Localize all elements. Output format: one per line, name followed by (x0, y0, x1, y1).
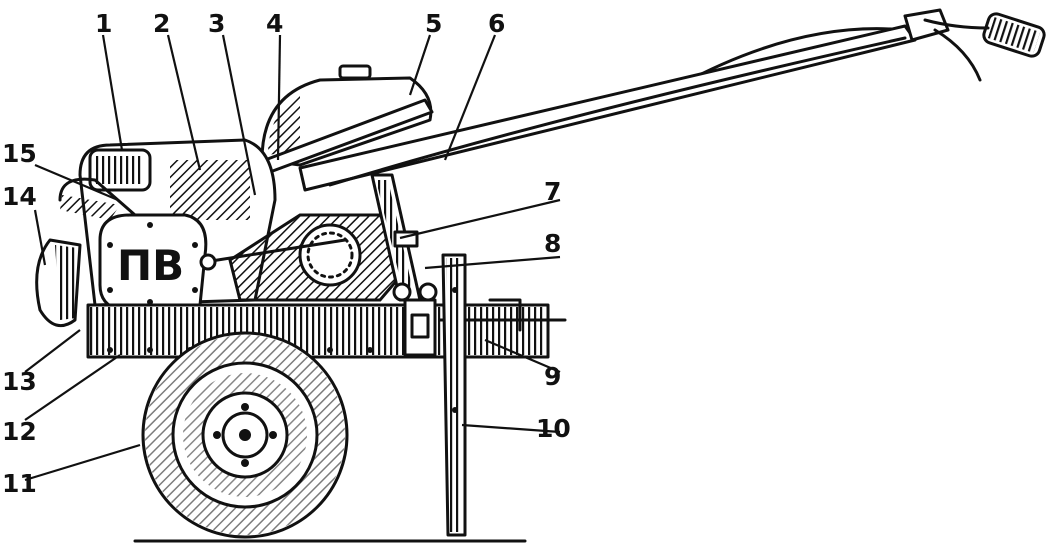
callout-11: 11 (2, 469, 37, 498)
engine-cover: ПВ (98, 213, 208, 312)
engine-cover-mark: ПВ (117, 241, 184, 290)
callout-9: 9 (544, 362, 561, 391)
callout-13: 13 (2, 367, 37, 396)
callout-labels: 1 2 3 4 5 6 7 8 9 10 11 12 13 14 15 (2, 9, 571, 498)
rear-strut (370, 173, 438, 302)
callout-6: 6 (488, 9, 505, 38)
wheel (141, 331, 349, 539)
callout-12: 12 (2, 417, 37, 446)
callout-10: 10 (536, 414, 571, 443)
callout-1: 1 (95, 9, 112, 38)
callout-2: 2 (153, 9, 170, 38)
plough-tine (441, 253, 467, 537)
leader-lines (24, 34, 561, 482)
handle-assembly (298, 8, 1046, 192)
callout-4: 4 (266, 9, 283, 38)
callout-15: 15 (2, 139, 37, 168)
callout-7: 7 (544, 177, 561, 206)
callout-8: 8 (544, 229, 561, 258)
callout-5: 5 (425, 9, 442, 38)
transmission-housing (199, 213, 412, 302)
callout-3: 3 (208, 9, 225, 38)
callout-14: 14 (2, 182, 37, 211)
fuel-tank (260, 64, 434, 174)
chassis-frame (86, 298, 567, 359)
